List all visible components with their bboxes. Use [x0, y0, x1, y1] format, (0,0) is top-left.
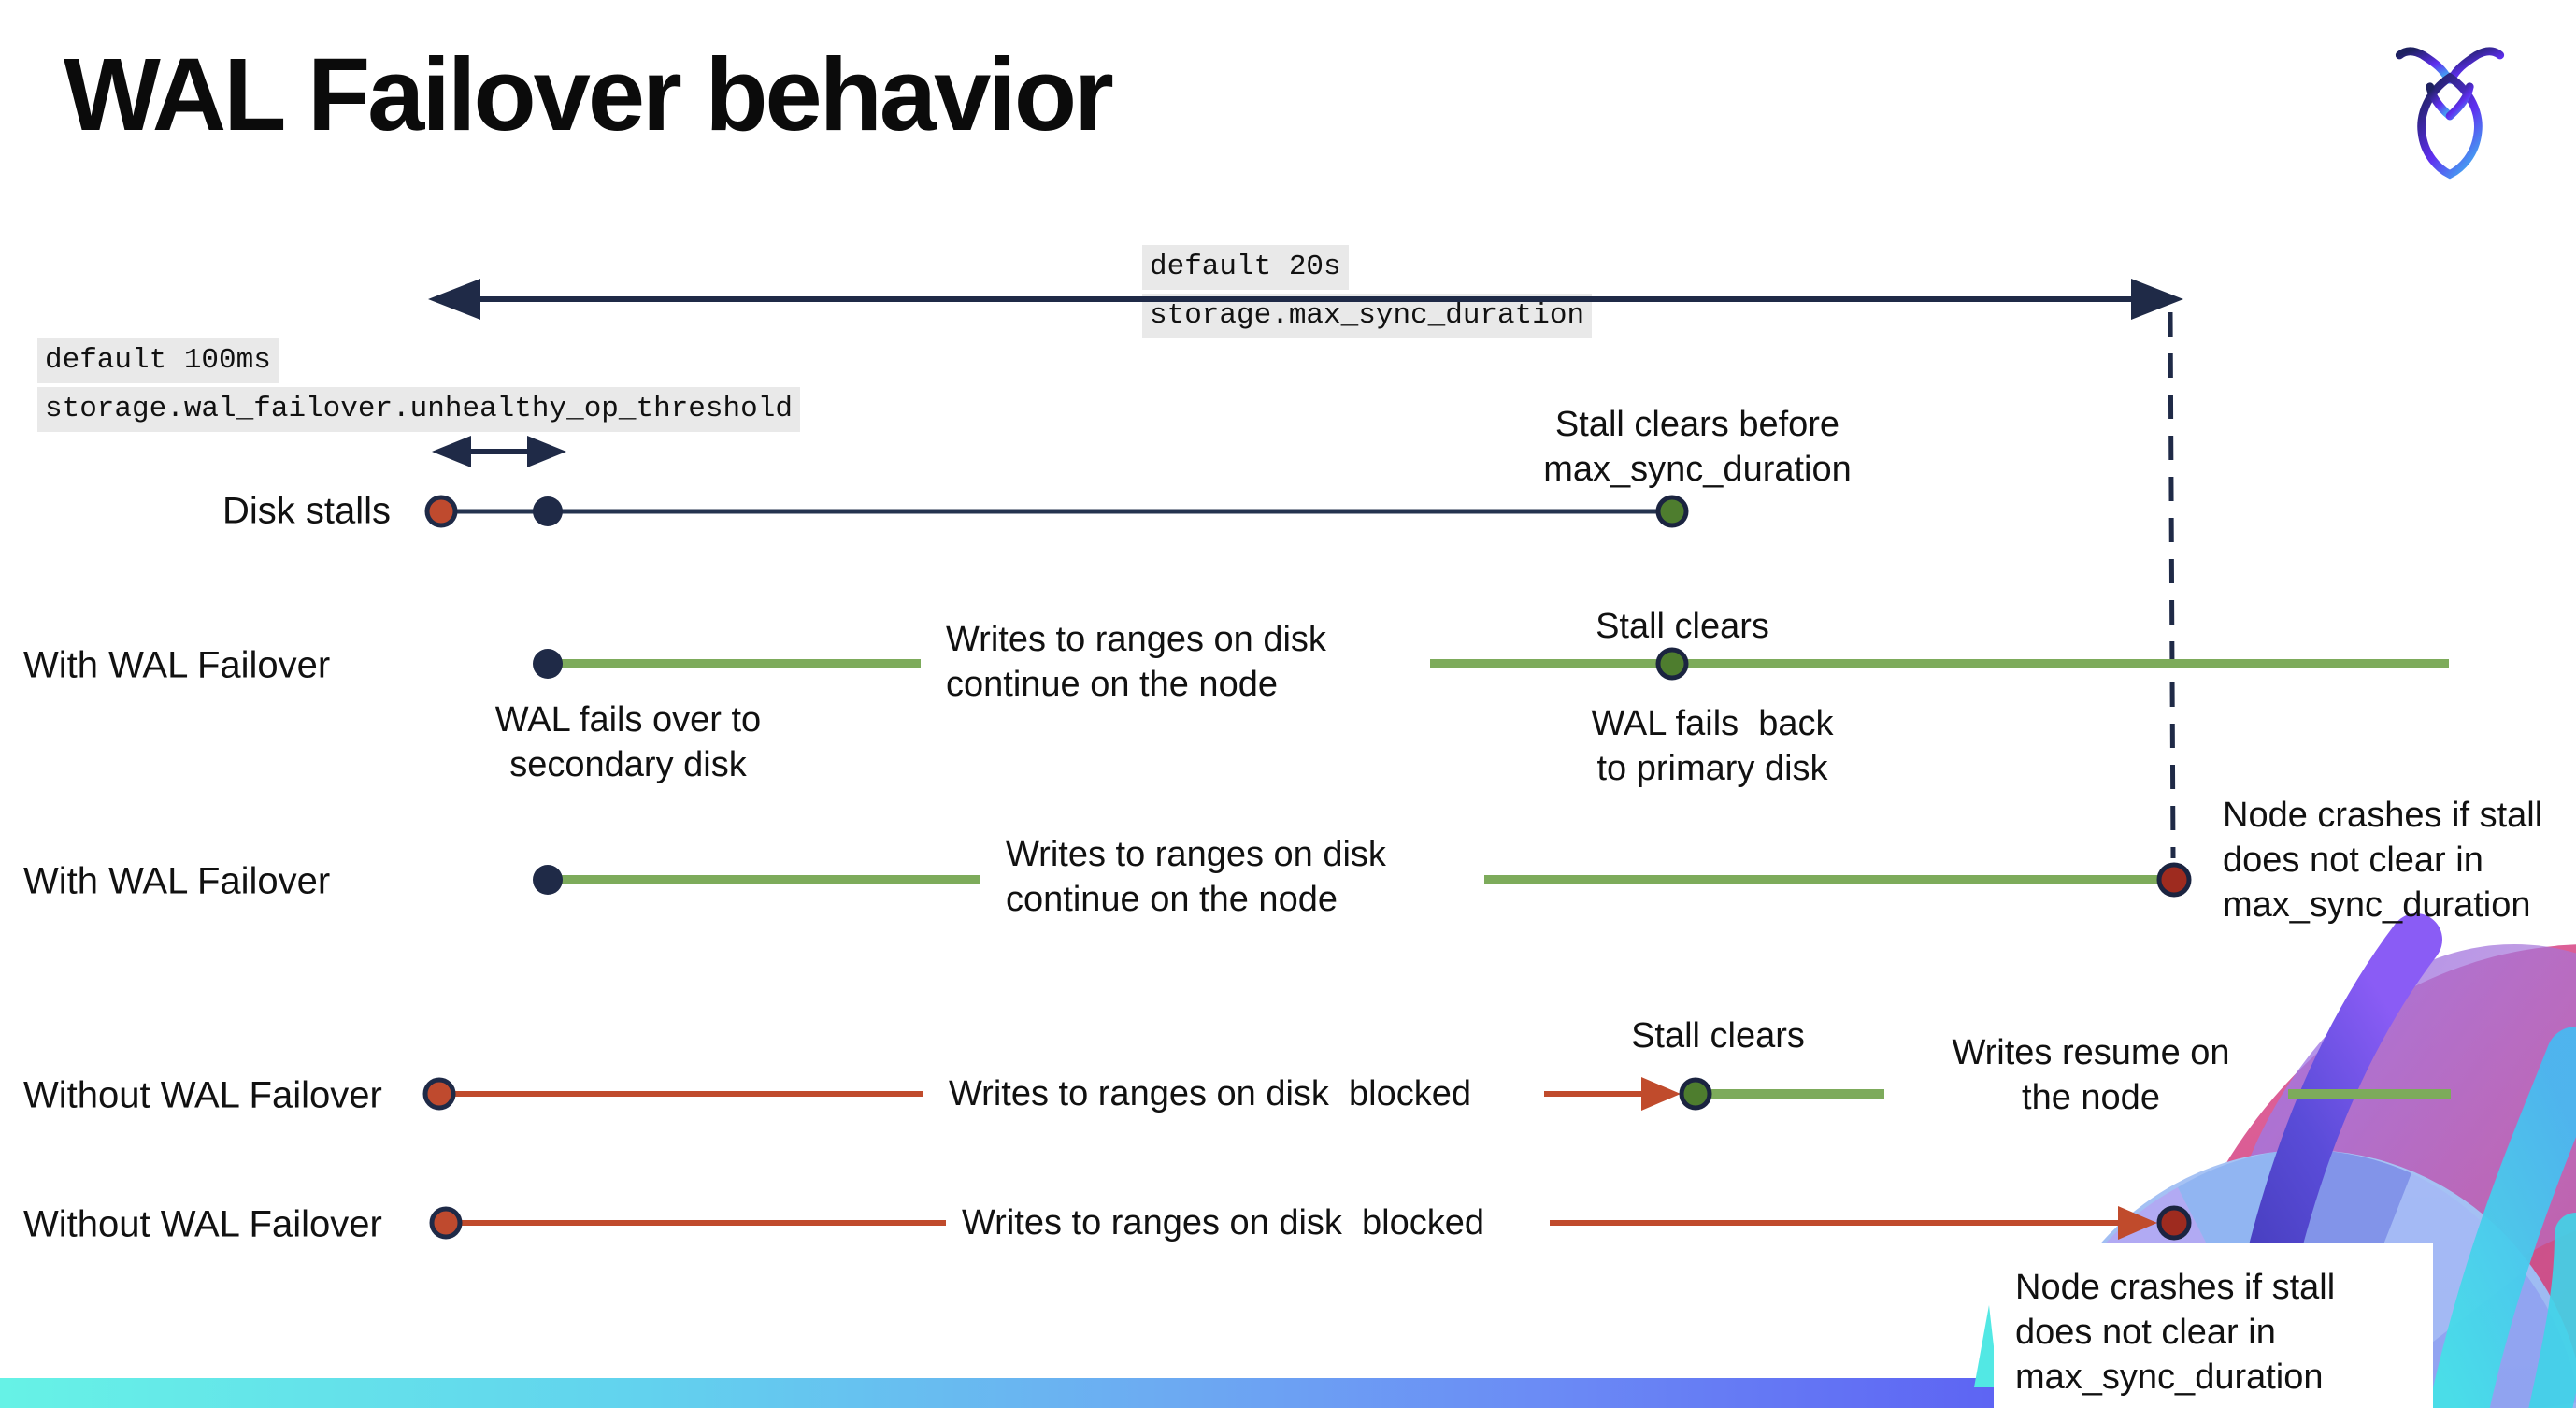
unhealthy-op-threshold-arrow: [432, 436, 566, 467]
stall-start-red-dot: [422, 1077, 456, 1111]
failover-navy-dot: [533, 865, 563, 895]
row-without-wal-failover-crash: [429, 1205, 2192, 1241]
max-sync-duration-arrow: [428, 279, 2183, 320]
max-sync-default-label: default 20s: [1142, 245, 1349, 290]
stall-clears-green-dot: [1655, 495, 1689, 528]
node-crashes-callout-box: Node crashes if stall does not clear in …: [1994, 1243, 2433, 1408]
stall-clears-arrowhead: [1641, 1077, 1681, 1111]
wal-fails-back-label: WAL fails back to primary disk: [1591, 704, 1834, 788]
row-label-without-wal-failover-2: Without WAL Failover: [23, 1203, 382, 1245]
stall-start-red-dot: [424, 495, 458, 528]
wal-fails-over-label: WAL fails over to secondary disk: [494, 700, 762, 784]
stall-clears-label-row2: Stall clears: [1596, 607, 1769, 646]
failover-threshold-navy-dot: [533, 496, 563, 526]
deadline-dashed-line: [2168, 311, 2176, 859]
unhealthy-op-threshold-annotation: default 100ms storage.wal_failover.unhea…: [37, 338, 800, 436]
crash-arrowhead: [2118, 1206, 2157, 1240]
stall-clears-green-dot: [1679, 1077, 1712, 1111]
crash-red-dot: [2156, 1205, 2192, 1241]
stall-clears-label-row4: Stall clears: [1631, 1016, 1805, 1056]
writes-blocked-label-1: Writes to ranges on disk blocked: [949, 1074, 1472, 1113]
row-label-without-wal-failover-1: Without WAL Failover: [23, 1074, 382, 1116]
row-with-wal-failover-crash: [533, 862, 2192, 898]
writes-resume-label: Writes resume on the node: [1952, 1033, 2230, 1117]
unhealthy-op-default-label: default 100ms: [37, 338, 279, 383]
row-without-wal-failover-clears: [422, 1077, 2451, 1111]
unhealthy-op-setting-name: storage.wal_failover.unhealthy_op_thresh…: [37, 387, 800, 432]
node-crashes-label-row3: Node crashes if stall does not clear in …: [2223, 796, 2543, 925]
crash-red-dot: [2156, 862, 2192, 898]
row-disk-stalls: [424, 495, 1689, 528]
node-crashes-label-row5: Node crashes if stall does not clear in …: [2015, 1268, 2336, 1397]
row-label-disk-stalls: Disk stalls: [222, 490, 392, 532]
failover-navy-dot: [533, 649, 563, 679]
stall-clears-before-label: Stall clears before max_sync_duration: [1543, 405, 1852, 489]
row-with-wal-failover-clears: [533, 647, 2449, 681]
row-label-with-wal-failover-1: With WAL Failover: [23, 644, 331, 686]
writes-continue-label-1: Writes to ranges on disk continue on the…: [946, 620, 1326, 704]
stall-start-red-dot: [429, 1206, 463, 1240]
page-title: WAL Failover behavior: [64, 37, 1114, 152]
writes-continue-label-2: Writes to ranges on disk continue on the…: [1006, 835, 1386, 919]
cockroachdb-logo-icon: [2395, 47, 2505, 180]
row-label-with-wal-failover-2: With WAL Failover: [23, 860, 331, 902]
writes-blocked-label-2: Writes to ranges on disk blocked: [962, 1203, 1485, 1243]
stall-clears-green-dot: [1655, 647, 1689, 681]
